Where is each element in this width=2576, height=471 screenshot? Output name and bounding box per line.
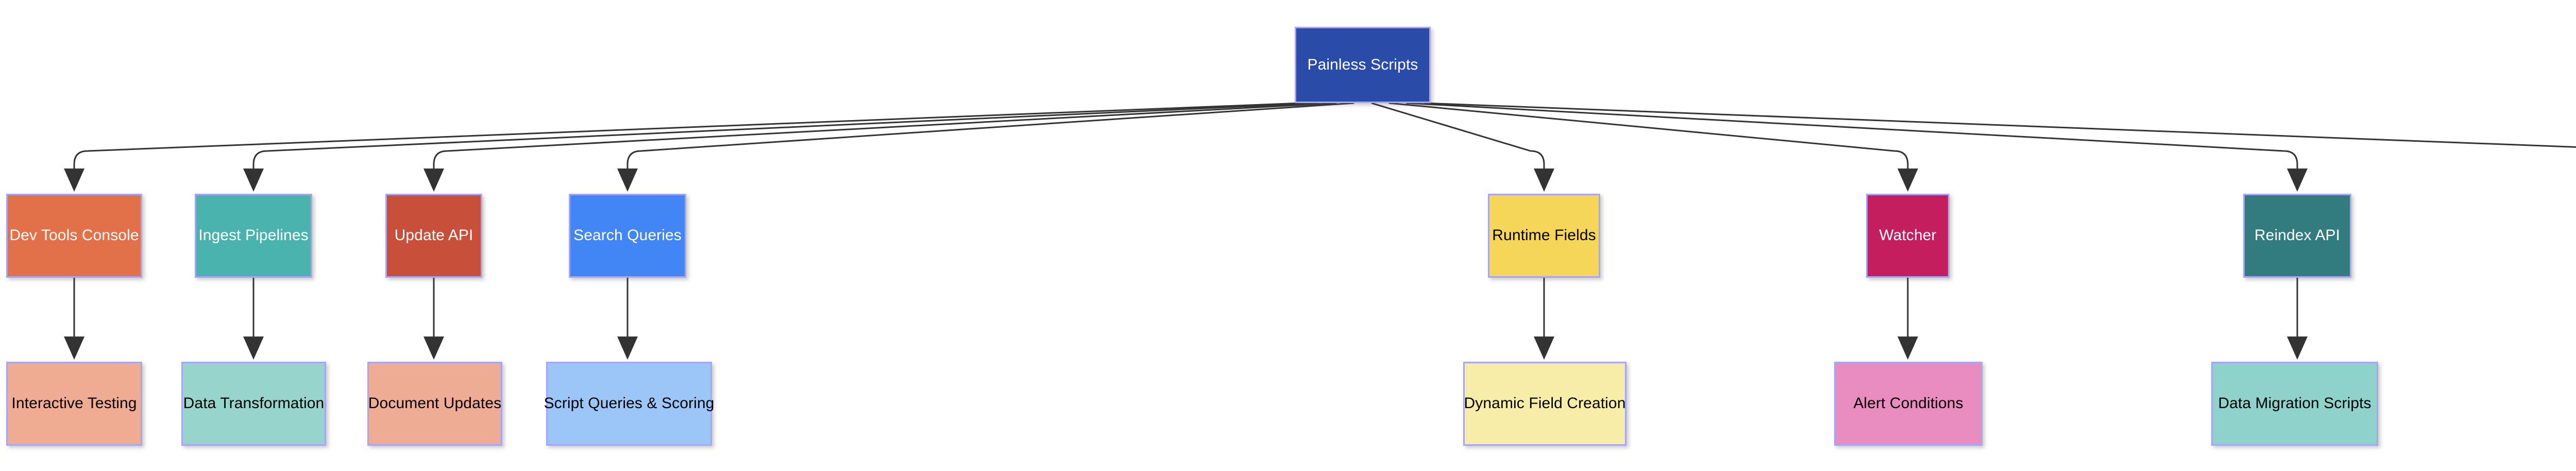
- edge-ingest-pipelines-to-data-transformation: [243, 278, 264, 360]
- edge-root-to-reindex-api: [1406, 102, 2308, 192]
- edge-arrowhead: [423, 337, 444, 360]
- node-ingest-pipelines-label: Ingest Pipelines: [198, 227, 309, 244]
- edge-root-to-runtime-fields: [1371, 102, 1554, 192]
- edge-line: [1371, 102, 1545, 169]
- node-dynamic-field-creation-label: Dynamic Field Creation: [1464, 395, 1626, 412]
- node-dynamic-field-creation[interactable]: Dynamic Field Creation: [1463, 362, 1626, 446]
- node-alert-conditions[interactable]: Alert Conditions: [1834, 362, 1982, 446]
- node-interactive-testing[interactable]: Interactive Testing: [6, 362, 142, 446]
- edge-root-to-watcher: [1388, 102, 1918, 192]
- node-document-updates-label: Document Updates: [368, 395, 502, 412]
- edge-line: [1406, 102, 2298, 169]
- node-dev-tools-console[interactable]: Dev Tools Console: [6, 194, 142, 278]
- edge-reindex-api-to-data-migration-scripts: [2287, 278, 2308, 360]
- edge-arrowhead: [423, 169, 444, 192]
- node-interactive-testing-label: Interactive Testing: [11, 395, 137, 412]
- edge-arrowhead: [1534, 169, 1554, 192]
- edge-update-api-to-document-updates: [423, 278, 444, 360]
- node-search-queries[interactable]: Search Queries: [569, 194, 686, 278]
- node-watcher-label: Watcher: [1879, 227, 1937, 244]
- edge-line: [1388, 102, 1909, 169]
- edge-arrowhead: [64, 337, 84, 360]
- node-runtime-fields-label: Runtime Fields: [1492, 227, 1596, 244]
- edge-root-to-aggregations: [1423, 102, 2576, 148]
- node-alert-conditions-label: Alert Conditions: [1853, 395, 1963, 412]
- edge-arrowhead: [1897, 169, 1918, 192]
- edge-arrowhead: [2287, 337, 2308, 360]
- edge-watcher-to-alert-conditions: [1897, 278, 1918, 360]
- node-runtime-fields[interactable]: Runtime Fields: [1488, 194, 1600, 278]
- node-watcher[interactable]: Watcher: [1866, 194, 1950, 278]
- edge-arrowhead: [617, 169, 638, 192]
- edge-arrowhead: [64, 169, 84, 192]
- node-data-transformation-label: Data Transformation: [183, 395, 325, 412]
- edge-arrowhead: [617, 337, 638, 360]
- node-dev-tools-console-label: Dev Tools Console: [9, 227, 139, 244]
- node-search-queries-label: Search Queries: [573, 227, 682, 244]
- edge-root-to-search-queries: [617, 102, 1354, 192]
- edge-arrowhead: [1897, 337, 1918, 360]
- node-reindex-api-label: Reindex API: [2254, 227, 2341, 244]
- node-script-queries-scoring-label: Script Queries & Scoring: [544, 395, 715, 412]
- edge-line: [433, 102, 1337, 169]
- node-data-transformation[interactable]: Data Transformation: [181, 362, 326, 446]
- node-data-migration-scripts-label: Data Migration Scripts: [2218, 395, 2371, 412]
- edge-line: [626, 102, 1354, 169]
- edge-runtime-fields-to-dynamic-field-creation: [1534, 278, 1554, 360]
- node-data-migration-scripts[interactable]: Data Migration Scripts: [2211, 362, 2378, 446]
- node-update-api[interactable]: Update API: [385, 194, 482, 278]
- edge-root-to-update-api: [423, 102, 1337, 192]
- edge-arrowhead: [243, 169, 264, 192]
- edge-line: [73, 102, 1302, 169]
- node-ingest-pipelines[interactable]: Ingest Pipelines: [195, 194, 312, 278]
- node-document-updates[interactable]: Document Updates: [367, 362, 502, 446]
- node-script-queries-scoring[interactable]: Script Queries & Scoring: [544, 362, 715, 446]
- edge-line: [1423, 102, 2576, 148]
- edge-arrowhead: [243, 337, 264, 360]
- edge-root-to-ingest-pipelines: [243, 102, 1319, 192]
- node-reindex-api[interactable]: Reindex API: [2243, 194, 2351, 278]
- edge-dev-tools-console-to-interactive-testing: [64, 278, 84, 360]
- edge-line: [252, 102, 1319, 169]
- edge-arrowhead: [1534, 337, 1554, 360]
- edge-root-to-dev-tools-console: [64, 102, 1302, 192]
- node-painless-scripts[interactable]: Painless Scripts: [1295, 27, 1431, 103]
- edge-arrowhead: [2287, 169, 2308, 192]
- node-painless-scripts-label: Painless Scripts: [1307, 56, 1418, 73]
- edge-search-queries-to-script-queries-scoring: [617, 278, 638, 360]
- node-update-api-label: Update API: [394, 227, 473, 244]
